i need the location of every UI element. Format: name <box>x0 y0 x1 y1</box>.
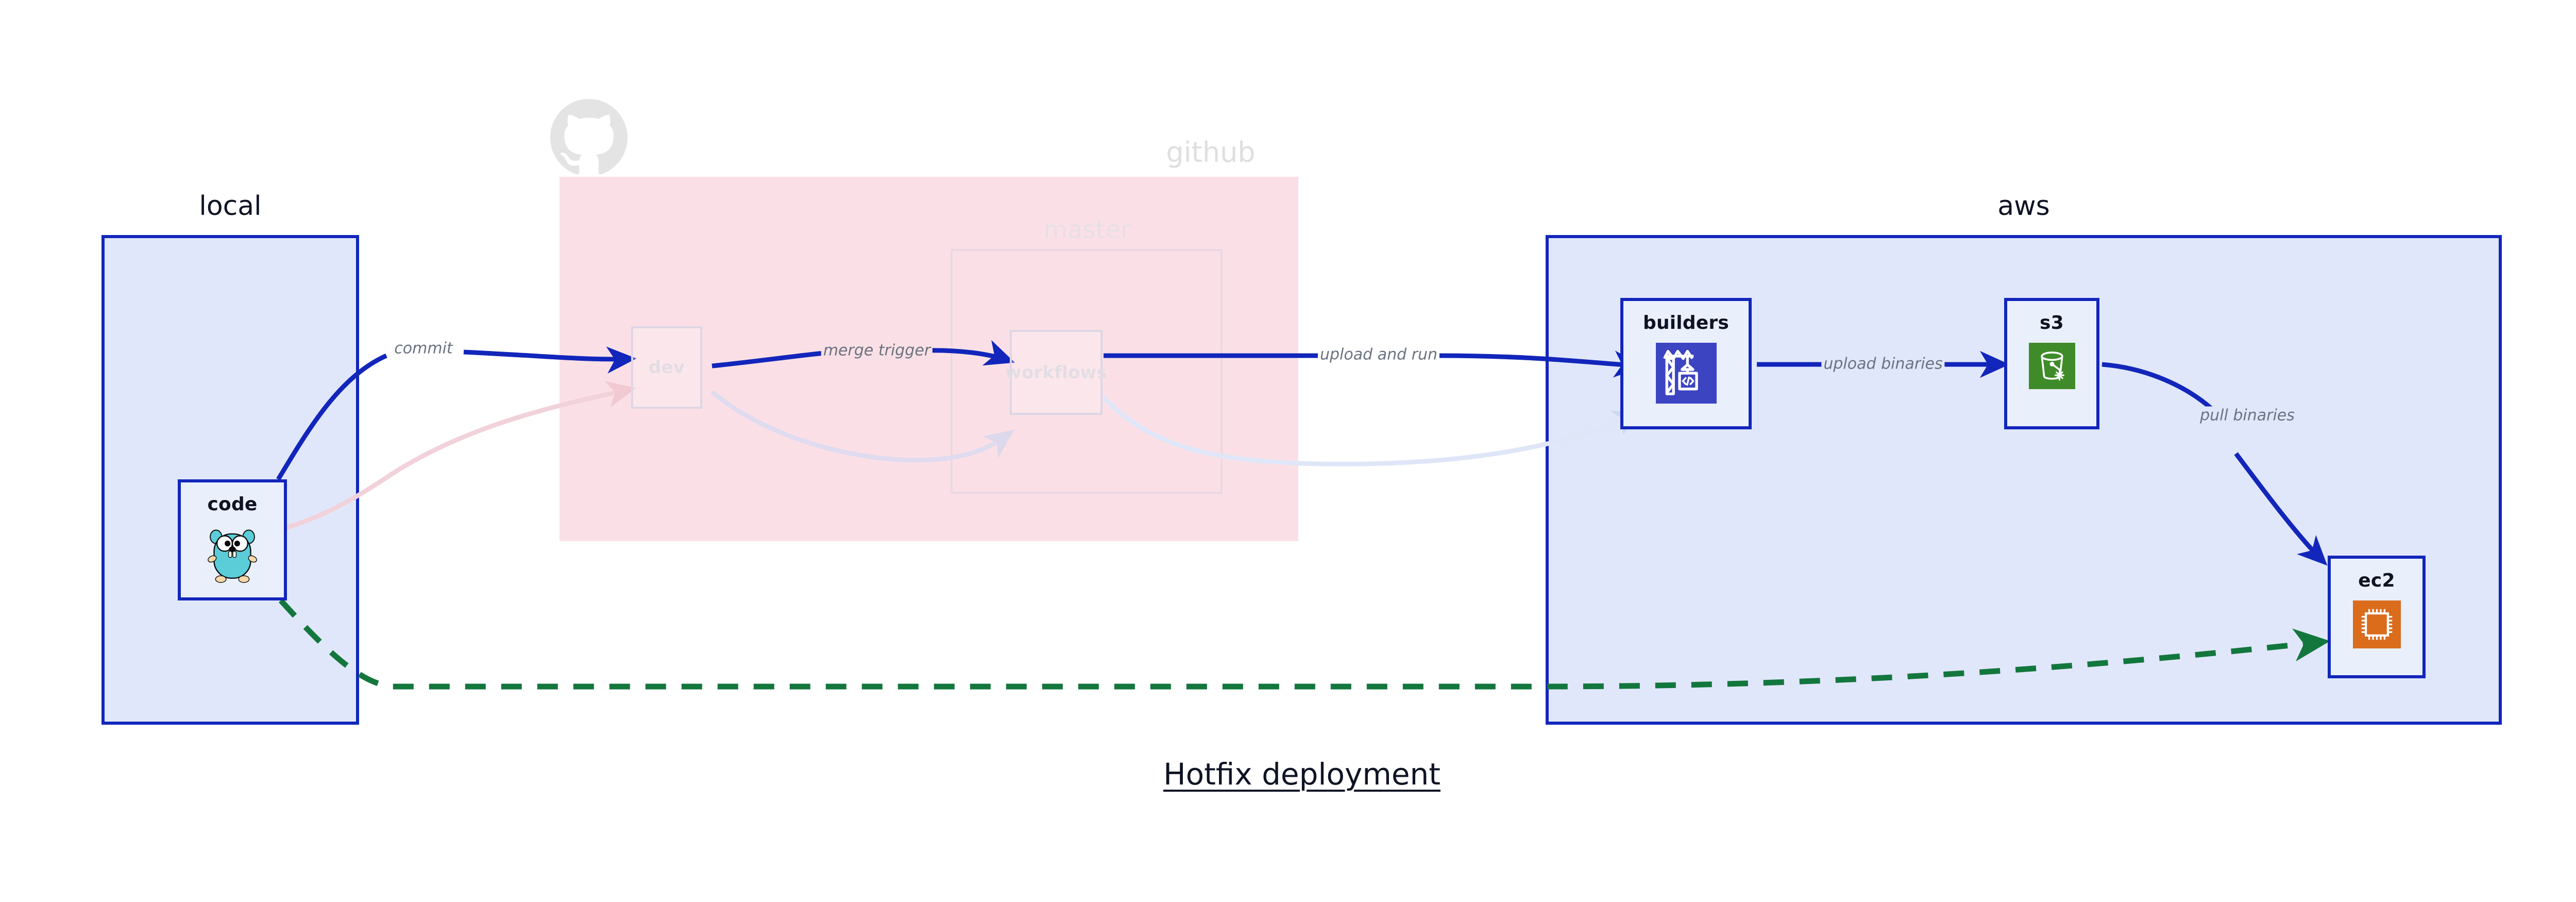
edge-dev-workflows-ghost <box>710 390 1014 463</box>
edge-code-dev-tail <box>463 346 637 374</box>
node-dev[interactable]: dev <box>631 326 702 409</box>
edge-label-upload-and-run: upload and run <box>1317 345 1440 364</box>
node-ec2[interactable]: ec2 <box>2328 556 2426 678</box>
cluster-local-label: local <box>199 191 262 222</box>
aws-s3-glacier-icon <box>2028 343 2075 391</box>
edge-label-merge-trigger: merge trigger <box>821 341 933 360</box>
edge-s3-ec2-head <box>2102 362 2217 414</box>
edge-label-upload-binaries: upload binaries <box>1821 355 1945 373</box>
go-gopher-icon <box>204 524 261 587</box>
edge-label-commit: commit <box>392 339 455 358</box>
edge-workflows-builders-tail <box>1437 350 1644 378</box>
cluster-master-label: master <box>1043 215 1131 244</box>
aws-codebuild-icon <box>1655 343 1717 406</box>
node-code-label: code <box>207 494 258 515</box>
cluster-master <box>951 249 1223 494</box>
aws-ec2-icon <box>2352 600 2401 650</box>
edge-workflows-builders-ghost <box>1100 395 1643 466</box>
edge-dev-workflows-tail <box>922 340 1015 366</box>
edge-label-pull-binaries: pull binaries <box>2198 406 2297 425</box>
edge-dev-workflows-head <box>711 349 835 369</box>
github-octocat-icon <box>550 99 628 175</box>
node-ec2-label: ec2 <box>2358 570 2395 591</box>
node-workflows-label: workflows <box>1005 362 1107 383</box>
node-s3-label: s3 <box>2040 312 2064 333</box>
diagram-title: Hotfix deployment <box>1163 757 1441 792</box>
node-dev-label: dev <box>648 357 685 378</box>
cluster-github-label: github <box>1166 136 1256 169</box>
edge-code-dev <box>276 353 387 481</box>
node-s3[interactable]: s3 <box>2004 298 2099 429</box>
node-workflows[interactable]: workflows <box>1005 330 1107 415</box>
cluster-aws-label: aws <box>1997 191 2050 222</box>
edge-s3-ec2-tail <box>2234 452 2328 566</box>
node-code[interactable]: code <box>178 479 287 600</box>
node-builders[interactable]: builders <box>1620 298 1752 429</box>
edge-code-ec2-dashed <box>278 598 2330 690</box>
node-builders-label: builders <box>1642 312 1730 333</box>
